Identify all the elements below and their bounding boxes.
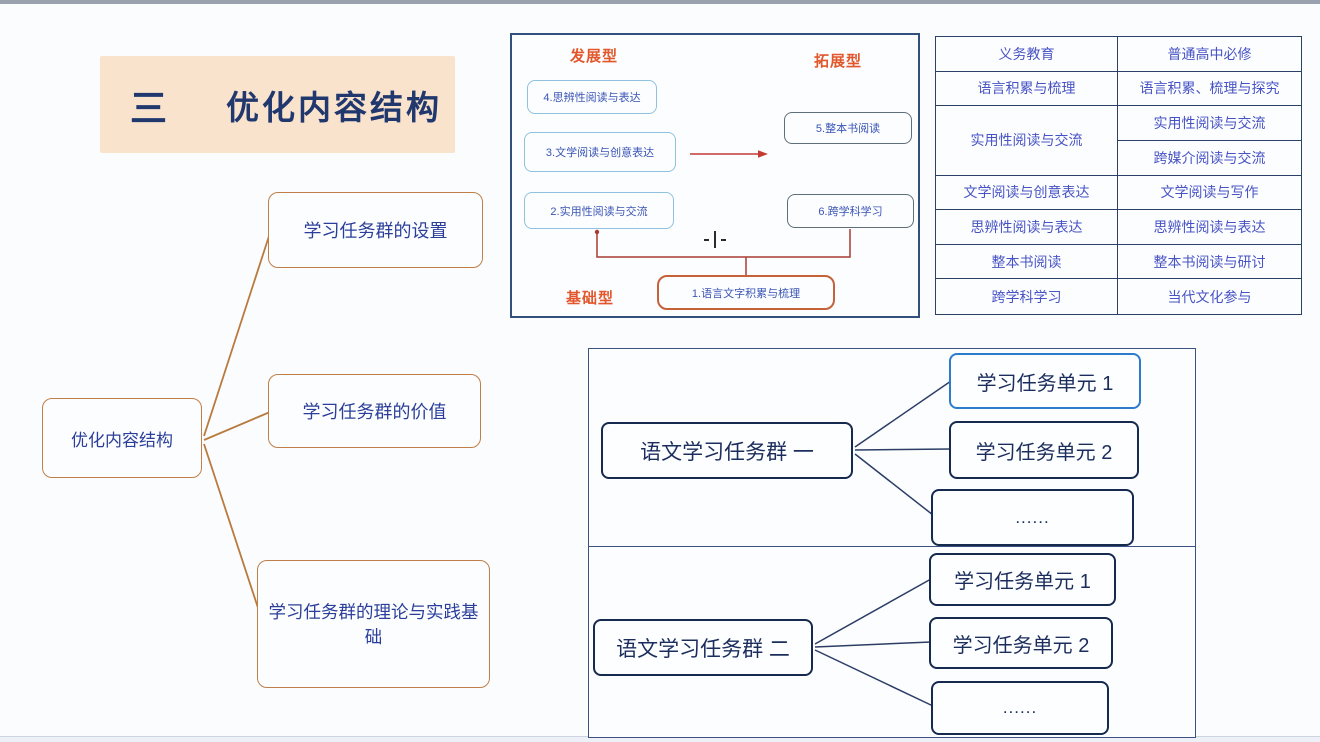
group1-more-units-box: ...... [931, 489, 1134, 546]
section-number: 三 [130, 87, 168, 129]
flow-box-whole-book-reading: 5.整本书阅读 [784, 112, 912, 144]
table-cell: 思辨性阅读与表达 [1118, 210, 1301, 245]
section-title-text: 优化内容结构 [226, 88, 442, 126]
table-cell: 整本书阅读 [936, 244, 1118, 280]
group2-unit2-box: 学习任务单元 2 [929, 617, 1113, 669]
task-group-units-diagram: 语文学习任务群 一 学习任务单元 1 学习任务单元 2 ...... 语文学习任… [588, 348, 1196, 738]
group1-unit1-box: 学习任务单元 1 [949, 353, 1141, 409]
table-cell: 跨学科学习 [936, 279, 1118, 314]
mindmap-root-node: 优化内容结构 [42, 398, 202, 478]
mindmap-branch-setup: 学习任务群的设置 [268, 192, 483, 268]
section-title: 三 优化内容结构 [100, 56, 455, 153]
group1-unit2-box: 学习任务单元 2 [949, 421, 1139, 479]
task-group-flow-diagram: 发展型 拓展型 基础型 4.思辨性阅读与表达 3.文学阅读与创意表达 2.实用性… [510, 33, 920, 318]
top-edge-bar [0, 0, 1320, 4]
table-cell: 整本书阅读与研讨 [1118, 245, 1301, 280]
table-cell: 文学阅读与创意表达 [936, 175, 1118, 211]
flow-box-critical-reading: 4.思辨性阅读与表达 [527, 80, 657, 114]
flow-box-literary-reading: 3.文学阅读与创意表达 [524, 132, 676, 172]
table-cell: 实用性阅读与交流 [936, 106, 1118, 176]
table-cell: 语言积累与梳理 [936, 71, 1118, 107]
table-cell: 文学阅读与写作 [1118, 176, 1301, 211]
flow-box-interdisciplinary: 6.跨学科学习 [787, 194, 914, 228]
text-cursor-icon [704, 231, 726, 248]
group2-unit1-box: 学习任务单元 1 [929, 553, 1116, 606]
flow-box-language-accumulation: 1.语言文字积累与梳理 [657, 275, 835, 310]
label-extension-type: 拓展型 [814, 53, 863, 70]
mindmap-branch-theory: 学习任务群的理论与实践基础 [257, 560, 490, 688]
task-group-1-box: 语文学习任务群 一 [601, 422, 853, 479]
task-group-2-box: 语文学习任务群 二 [593, 619, 813, 676]
mindmap-branch-value: 学习任务群的价值 [268, 374, 481, 448]
table-cell: 思辨性阅读与表达 [936, 210, 1118, 245]
table-header-compulsory: 义务教育 [936, 37, 1118, 72]
table-cell: 跨媒介阅读与交流 [1118, 141, 1301, 176]
group2-more-units-box: ...... [931, 681, 1109, 735]
table-cell: 实用性阅读与交流 [1118, 106, 1301, 141]
label-developmental-type: 发展型 [570, 48, 619, 65]
curriculum-comparison-table: 义务教育 普通高中必修 语言积累与梳理 语言积累、梳理与探究 实用性阅读与交流 … [935, 36, 1302, 315]
label-foundation-type: 基础型 [566, 290, 615, 307]
table-cell: 语言积累、梳理与探究 [1118, 72, 1301, 107]
units-diagram-divider [589, 546, 1195, 547]
table-cell: 当代文化参与 [1167, 288, 1252, 305]
flow-box-practical-reading: 2.实用性阅读与交流 [524, 192, 674, 229]
table-header-highschool: 普通高中必修 [1118, 37, 1301, 72]
